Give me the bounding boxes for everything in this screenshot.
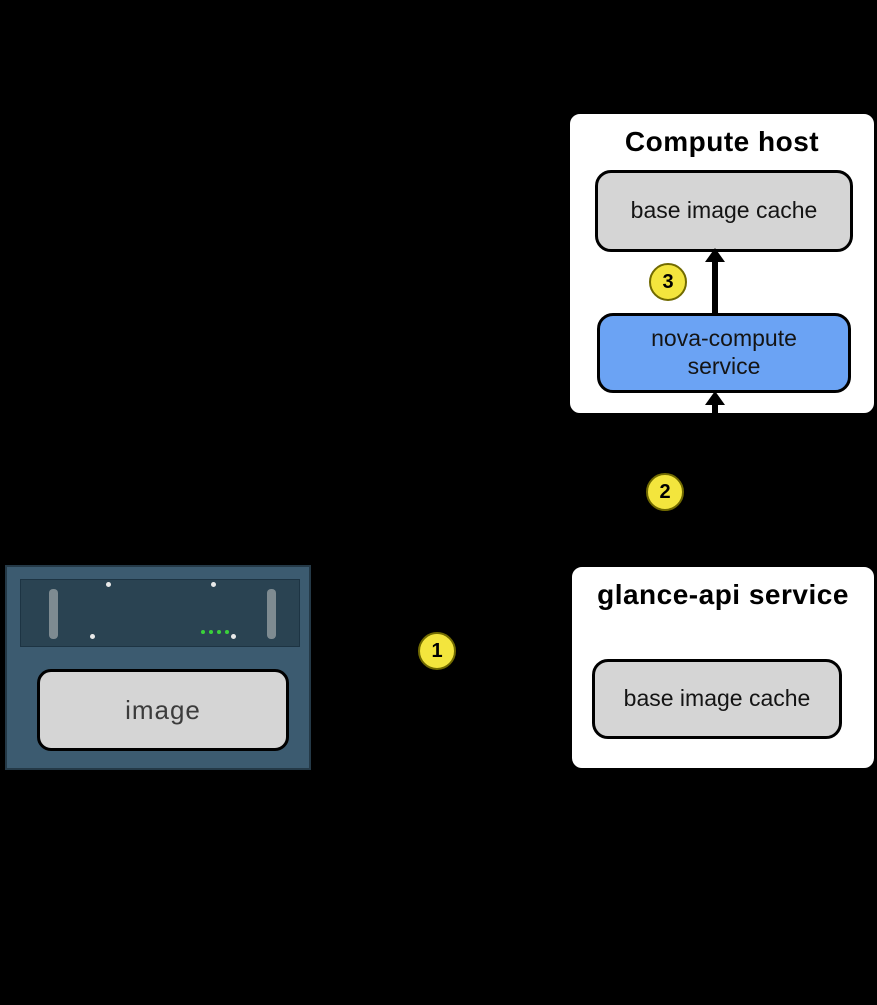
compute-host-title: Compute host <box>624 126 820 157</box>
step-2-number: 2 <box>659 480 671 503</box>
server-screw-icon <box>90 634 95 639</box>
nova-compute-label-line1: nova-compute <box>651 325 797 352</box>
glance-api-title: glance-api service <box>597 579 849 610</box>
glance-api-service-box: glance-api service base image cache <box>570 565 876 770</box>
nova-compute-service-box: nova-compute service <box>597 313 851 393</box>
arrow-3-line <box>712 260 718 313</box>
compute-base-image-cache-label: base image cache <box>630 197 818 224</box>
server-front-panel <box>20 579 300 647</box>
server-screw-icon <box>211 582 216 587</box>
step-2-badge: 2 <box>646 473 684 511</box>
server-illustration: image <box>5 565 311 770</box>
server-led-icon <box>225 630 229 634</box>
server-led-icon <box>201 630 205 634</box>
server-image-box: image <box>37 669 289 751</box>
arrow-3-up-icon <box>705 248 725 262</box>
server-vent-slot-left <box>49 589 58 639</box>
nova-compute-label-line2: service <box>687 353 761 379</box>
step-1-number: 1 <box>431 639 443 662</box>
compute-host-box: Compute host base image cache nova-compu… <box>568 112 876 415</box>
arrow-2-up-icon <box>705 391 725 405</box>
compute-base-image-cache-box: base image cache <box>595 170 853 252</box>
step-3-badge: 3 <box>649 263 687 301</box>
server-led-icon <box>209 630 213 634</box>
glance-base-image-cache-label: base image cache <box>623 685 811 712</box>
server-vent-slot-right <box>267 589 276 639</box>
step-3-number: 3 <box>662 270 674 293</box>
server-led-icon <box>217 630 221 634</box>
server-screw-icon <box>106 582 111 587</box>
server-image-label: image <box>125 694 201 725</box>
arrow-2-line <box>712 403 718 414</box>
glance-base-image-cache-box: base image cache <box>592 659 842 739</box>
step-1-badge: 1 <box>418 632 456 670</box>
server-screw-icon <box>231 634 236 639</box>
